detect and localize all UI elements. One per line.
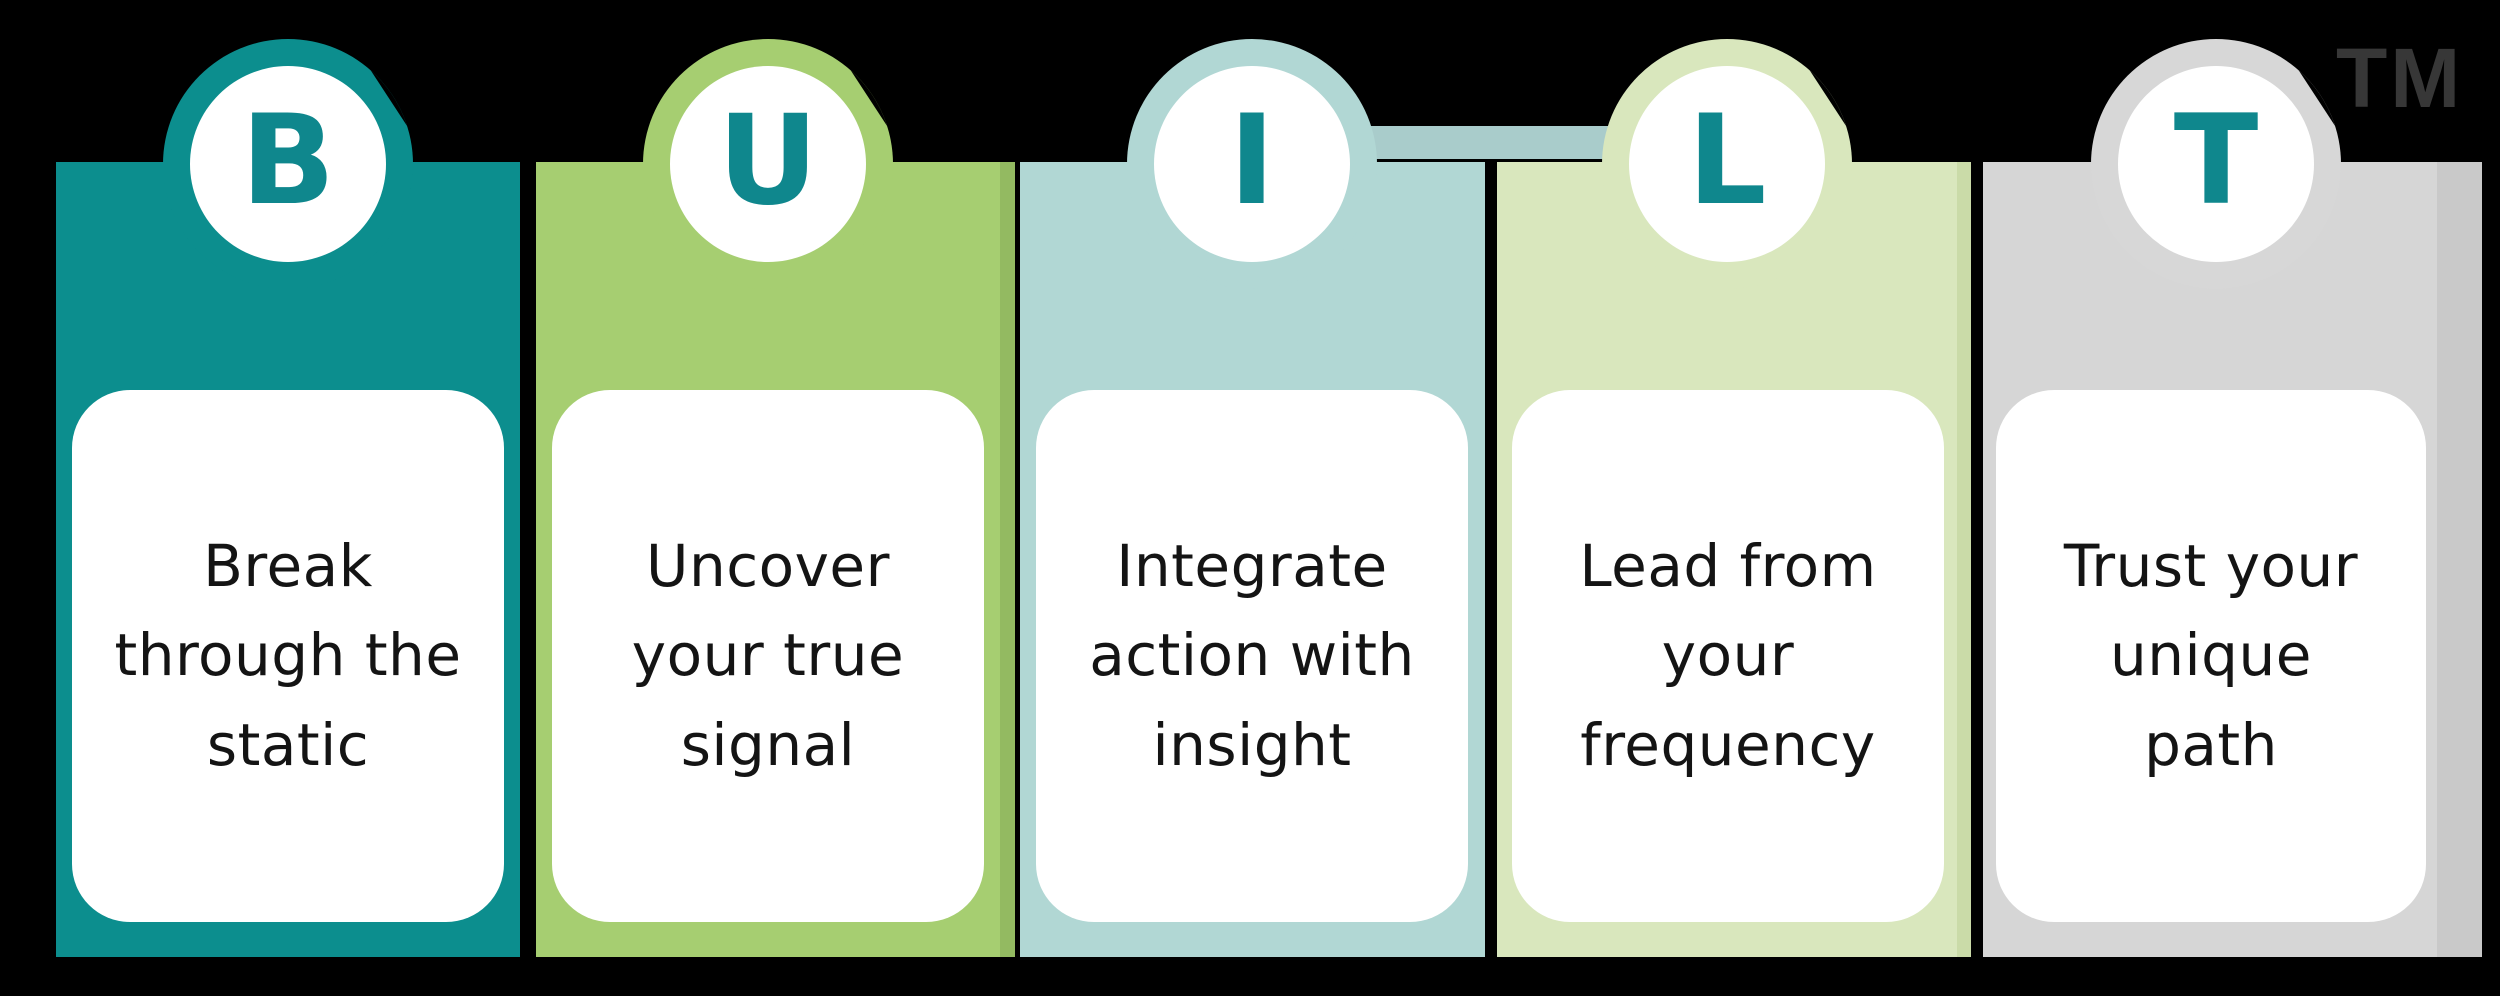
letter-badge-i: I xyxy=(1127,39,1377,289)
column-edge-shadow xyxy=(2437,162,2482,957)
column-edge-shadow xyxy=(1000,162,1015,957)
description-card-l: Lead from your frequency xyxy=(1512,390,1944,922)
description-text-t: Trust your unique path xyxy=(2063,532,2359,779)
description-text-l: Lead from your frequency xyxy=(1579,532,1877,779)
badge-inner-circle xyxy=(1629,66,1825,262)
badge-inner-circle xyxy=(1154,66,1350,262)
column-edge-shadow xyxy=(1957,162,1971,957)
description-text-u: Uncover your true signal xyxy=(631,532,905,779)
badge-letter-b: B xyxy=(240,89,336,233)
description-card-i: Integrate action with insight xyxy=(1036,390,1468,922)
badge-inner-circle xyxy=(2118,66,2314,262)
badge-letter-t: T xyxy=(2173,89,2259,233)
letter-badge-l: L xyxy=(1602,39,1852,289)
trademark-symbol: TM xyxy=(2336,31,2464,125)
badge-inner-circle xyxy=(670,66,866,262)
badge-letter-u: U xyxy=(717,89,819,233)
connector-bar xyxy=(1360,126,1612,159)
letter-badge-u: U xyxy=(643,39,893,289)
description-card-u: Uncover your true signal xyxy=(552,390,984,922)
description-text-i: Integrate action with insight xyxy=(1089,532,1415,779)
letter-badge-t: T xyxy=(2091,39,2341,289)
description-card-b: Break through the static xyxy=(72,390,504,922)
description-text-b: Break through the static xyxy=(114,532,462,779)
badge-inner-circle xyxy=(190,66,386,262)
letter-badge-b: B xyxy=(163,39,413,289)
description-card-t: Trust your unique path xyxy=(1996,390,2426,922)
badge-letter-l: L xyxy=(1687,89,1767,233)
badge-letter-i: I xyxy=(1228,89,1276,233)
